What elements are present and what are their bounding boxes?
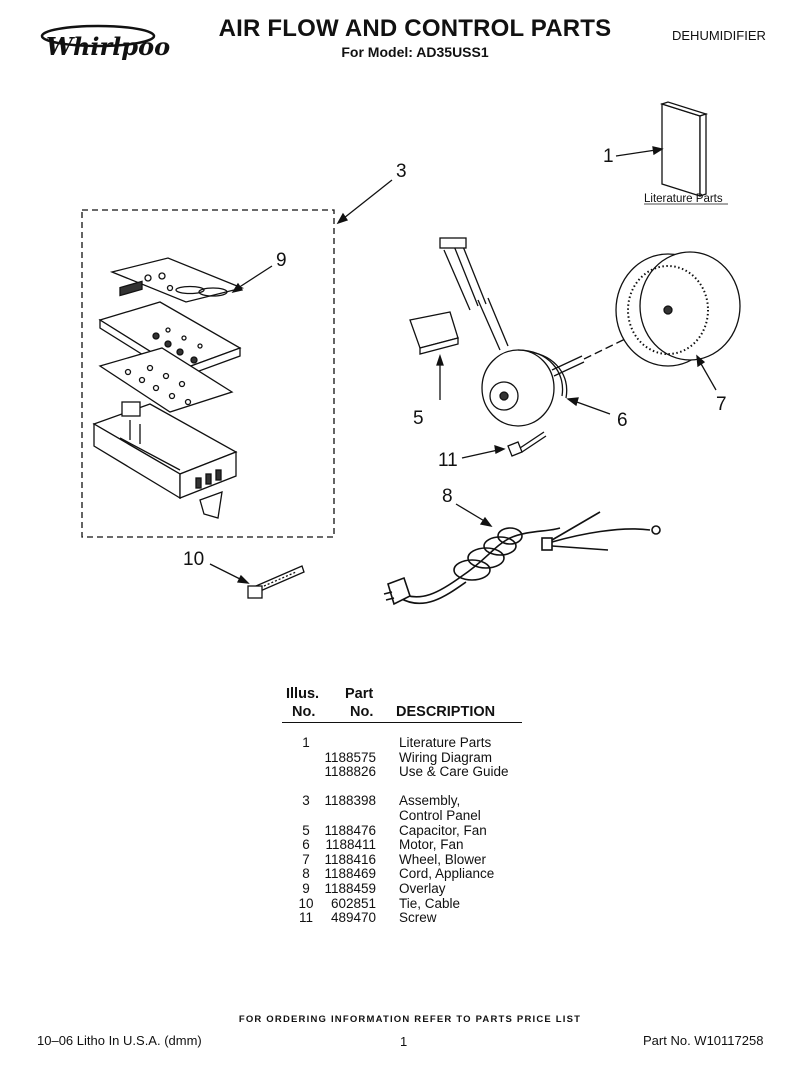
description-cell: Assembly, — [399, 793, 461, 809]
table-row — [282, 780, 532, 795]
blower-wheel — [615, 251, 741, 367]
part-no-cell: 1188398 — [324, 793, 376, 809]
fan-motor — [477, 297, 585, 427]
page-number: 1 — [400, 1034, 408, 1049]
illus-no-cell: 1 — [302, 735, 310, 750]
callout-3: 3 — [396, 161, 407, 182]
description-cell: Control Panel — [399, 807, 481, 823]
callout-11: 11 — [438, 450, 458, 471]
illus-no-cell: 10 — [298, 895, 314, 911]
cable-tie — [247, 565, 305, 599]
table-row: 8 1188469 Cord, Appliance — [282, 867, 532, 882]
callout-5: 5 — [413, 408, 424, 429]
leader-line-3 — [343, 179, 393, 219]
callout-1: 1 — [603, 146, 614, 167]
circuit-board — [98, 347, 234, 413]
callout-8: 8 — [442, 486, 453, 507]
illus-no-cell: 5 — [302, 822, 310, 838]
callout-9: 9 — [276, 250, 287, 271]
table-row: 3 1188398 Assembly, — [282, 794, 532, 809]
leader-line-11 — [461, 449, 499, 459]
callout-6: 6 — [617, 410, 628, 431]
description-cell: Screw — [399, 910, 437, 926]
illus-no-cell: 8 — [302, 866, 310, 882]
parts-table-header: Illus. No. Part No. DESCRIPTION — [282, 686, 522, 723]
table-row: Control Panel — [282, 807, 532, 824]
header-part-line2: No. — [350, 704, 374, 720]
part-no-cell: 1188459 — [324, 880, 376, 896]
logo-text: Whirlpool — [46, 32, 170, 61]
exploded-parts-diagram: 1 Literature Parts 3 9 — [81, 101, 741, 606]
screw — [507, 431, 547, 457]
control-panel-assembly-outline — [81, 209, 335, 538]
description-cell: Use & Care Guide — [399, 764, 509, 780]
illus-no-cell: 6 — [302, 837, 310, 853]
part-no-cell: 1188826 — [324, 764, 376, 780]
model-subtitle: For Model: AD35USS1 — [341, 44, 489, 60]
table-row: 1 Literature Parts — [282, 735, 532, 751]
leader-line-1 — [615, 149, 657, 157]
fan-capacitor — [409, 237, 487, 355]
table-row: 6 1188411 Motor, Fan — [282, 838, 532, 853]
callout-7: 7 — [716, 394, 727, 415]
leader-line-7 — [699, 361, 717, 391]
whirlpool-logo: Whirlpool — [40, 24, 170, 61]
header-illus-line1: Illus. — [286, 686, 320, 702]
description-cell: Literature Parts — [399, 735, 492, 750]
illus-no-cell: 7 — [302, 851, 310, 867]
callout-10: 10 — [183, 549, 204, 570]
description-cell: Cord, Appliance — [399, 866, 495, 882]
header-description: DESCRIPTION — [396, 704, 496, 720]
part-no-cell: 1188575 — [324, 749, 376, 765]
literature-booklet — [659, 101, 709, 197]
description-cell: Capacitor, Fan — [399, 822, 487, 838]
part-no-cell: 1188476 — [324, 822, 376, 838]
leader-line-10 — [209, 563, 243, 581]
table-row: 11 489470 Screw — [282, 911, 532, 926]
description-cell: Motor, Fan — [399, 837, 464, 853]
document-part-number: Part No. W10117258 — [643, 1033, 764, 1048]
appliance-cord — [383, 511, 661, 606]
control-housing — [92, 401, 238, 519]
part-no-cell: 489470 — [330, 910, 376, 926]
description-cell: Tie, Cable — [399, 895, 461, 911]
table-row: 10 602851 Tie, Cable — [282, 895, 532, 912]
overlay-panel — [109, 257, 245, 303]
product-category: DEHUMIDIFIER — [672, 28, 766, 43]
table-row: 1188826 Use & Care Guide — [282, 765, 532, 780]
header-illus-line2: No. — [292, 704, 316, 720]
description-cell: Overlay — [399, 880, 446, 896]
leader-line-8 — [455, 503, 487, 523]
part-no-cell: 1188411 — [325, 837, 376, 853]
part-no-cell: 1188416 — [324, 851, 376, 867]
page-title: AIR FLOW AND CONTROL PARTS — [218, 15, 612, 42]
part-no-cell: 602851 — [330, 895, 376, 911]
illus-no-cell: 11 — [298, 910, 313, 926]
litho-info: 10–06 Litho In U.S.A. (dmm) — [37, 1033, 202, 1048]
description-cell: Wheel, Blower — [399, 851, 487, 867]
table-row: 1188575 Wiring Diagram — [282, 749, 532, 766]
illus-no-cell: 9 — [302, 880, 310, 896]
table-row: 7 1188416 Wheel, Blower — [282, 851, 532, 868]
ordering-note: FOR ORDERING INFORMATION REFER TO PARTS … — [238, 1014, 582, 1025]
parts-table: Illus. No. Part No. DESCRIPTION 1 Literat… — [282, 686, 532, 926]
table-row: 9 1188459 Overlay — [282, 880, 532, 897]
leader-line-6 — [573, 400, 611, 415]
literature-parts-label: Literature Parts — [644, 193, 723, 205]
leader-line-9 — [237, 265, 273, 289]
description-cell: Wiring Diagram — [399, 749, 493, 765]
illus-no-cell: 3 — [302, 793, 310, 809]
table-row: 5 1188476 Capacitor, Fan — [282, 822, 532, 839]
part-no-cell: 1188469 — [324, 866, 376, 882]
header-part-line1: Part — [345, 686, 374, 702]
